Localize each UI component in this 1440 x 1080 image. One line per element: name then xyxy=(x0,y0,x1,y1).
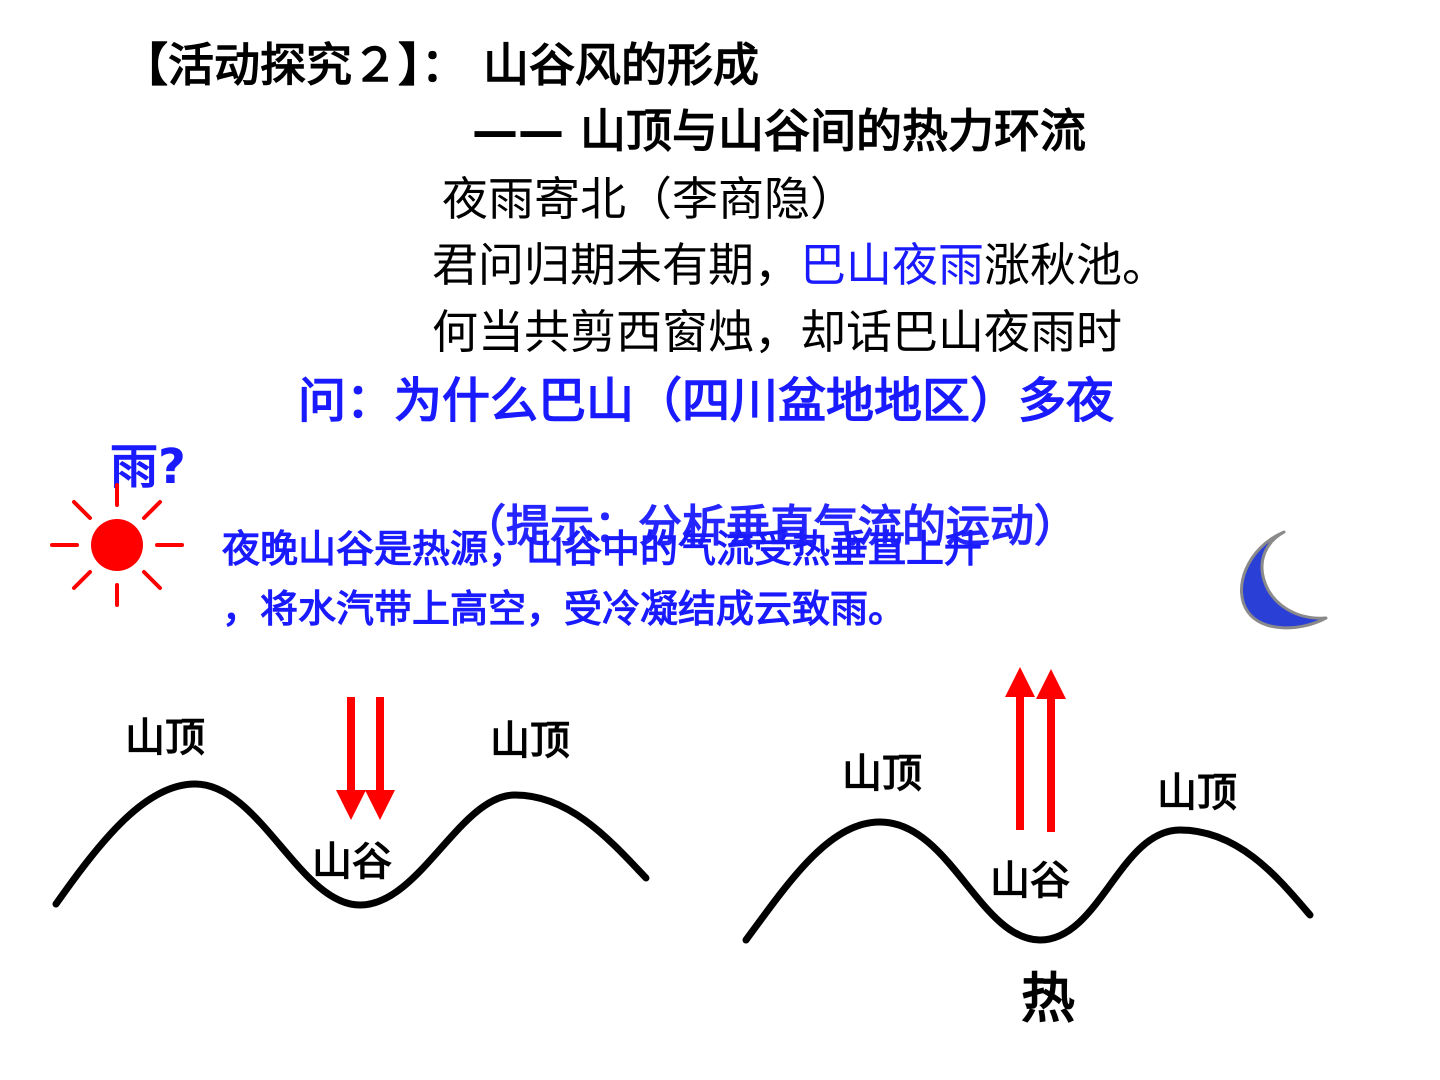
right-valley-label: 山谷 xyxy=(990,858,1070,904)
right-mountain-curve xyxy=(742,818,1314,944)
right-peak-right-label: 山顶 xyxy=(1157,770,1237,816)
poem-line-2: 何当共剪西窗烛，却话巴山夜雨时 xyxy=(432,305,1122,359)
poem-line-1: 君问归期未有期，巴山夜雨涨秋池。 xyxy=(432,242,1168,288)
poem-heading: 夜雨寄北（李商隐） xyxy=(442,172,856,226)
left-peak-right-label: 山顶 xyxy=(490,718,570,764)
question-line-2: 雨? xyxy=(110,439,186,495)
sun-icon xyxy=(50,483,184,607)
poem-line-1-part-a: 君问归期未有期， xyxy=(432,238,800,292)
hint-text: （提示：分析垂直气流的运动） xyxy=(462,501,1078,552)
up-arrow-head-1 xyxy=(1005,667,1035,697)
poem-line-1-highlight: 巴山夜雨 xyxy=(800,238,984,292)
left-downward-arrows xyxy=(336,697,395,820)
right-upward-arrows xyxy=(1005,667,1066,832)
left-mountain-curve xyxy=(52,780,650,909)
sun-rays xyxy=(50,483,184,607)
down-arrow-head-1 xyxy=(336,790,366,820)
answer-line-2: ，将水汽带上高空，受冷凝结成云致雨。 xyxy=(222,587,907,631)
poem-line-1-part-c: 涨秋池。 xyxy=(984,238,1168,292)
heat-label: 热 xyxy=(1021,967,1075,1030)
left-peak-left-label: 山顶 xyxy=(125,715,205,761)
left-valley-label: 山谷 xyxy=(312,839,392,885)
answer-line-1: 夜晚山谷是热源，山谷中的气流受热垂直上升 xyxy=(222,527,983,571)
right-peak-left-label: 山顶 xyxy=(842,751,922,797)
slide-subtitle: —— 山顶与山谷间的热力环流 xyxy=(472,104,1087,158)
question-line-1: 问：为什么巴山（四川盆地地区）多夜 xyxy=(298,373,1115,429)
down-arrow-head-2 xyxy=(365,790,395,820)
sun-disc xyxy=(91,519,143,571)
slide-title: 【活动探究２】： 山谷风的形成 xyxy=(122,38,760,92)
up-arrow-head-2 xyxy=(1036,669,1066,699)
crescent-moon-icon xyxy=(1239,530,1328,630)
